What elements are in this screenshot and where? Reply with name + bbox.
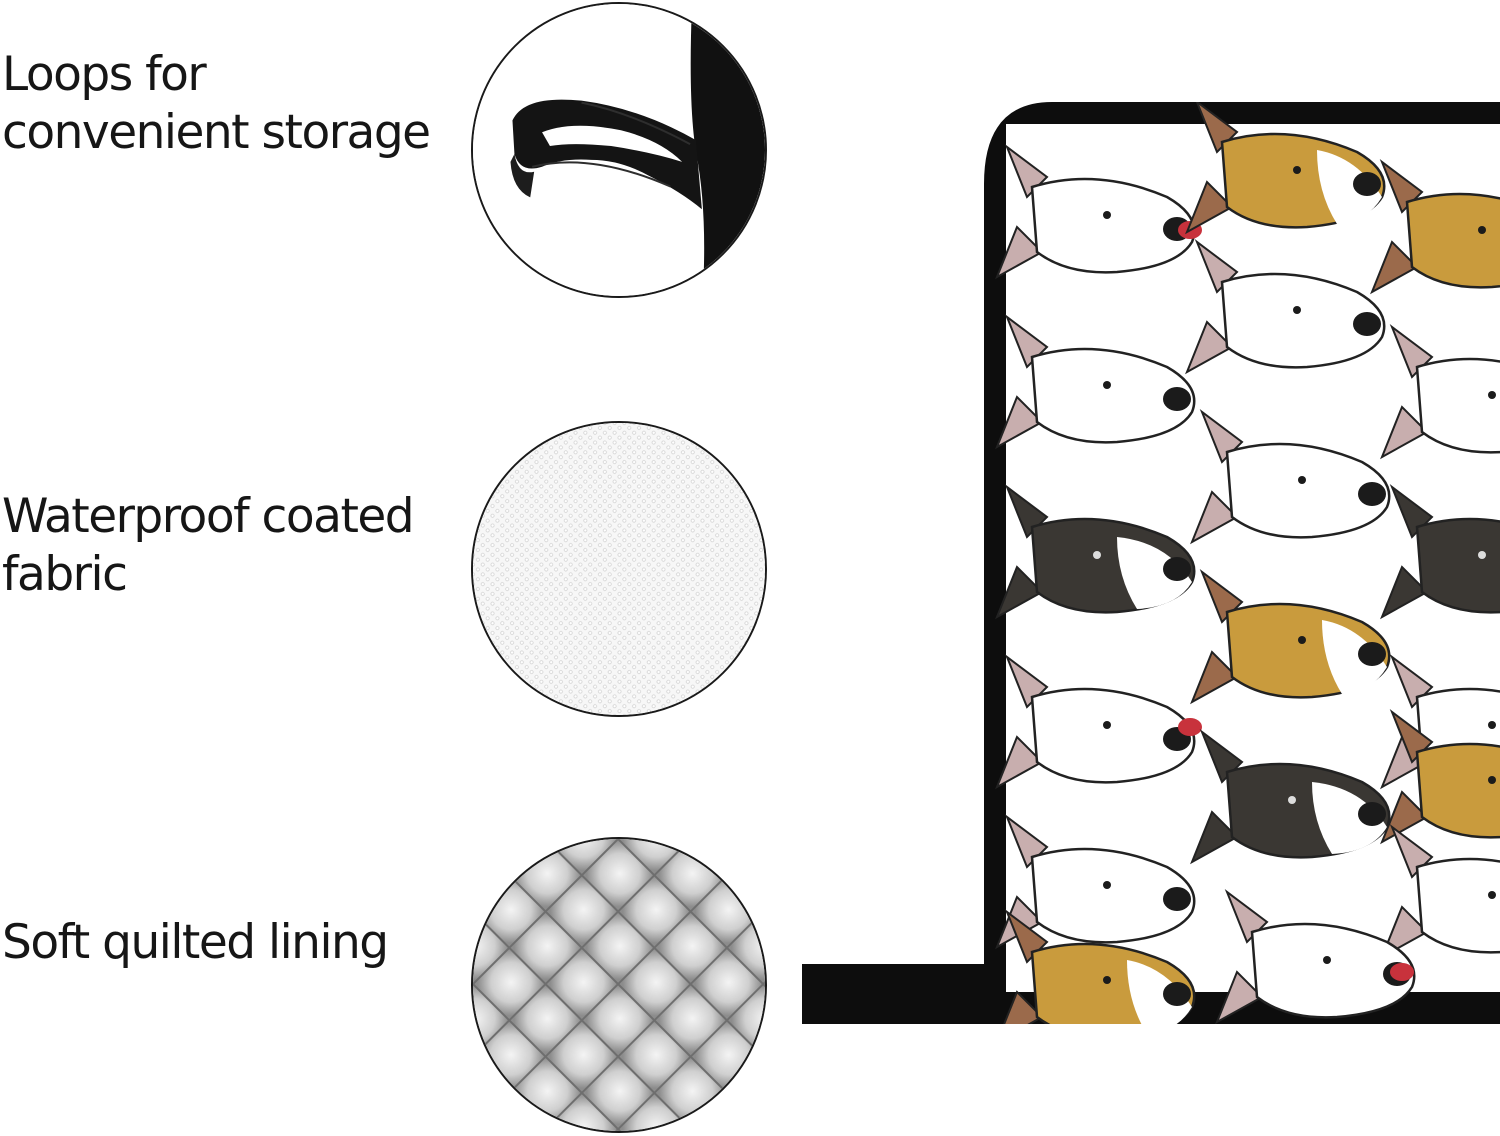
feature-label-lining: Soft quilted lining — [2, 915, 389, 970]
quilted-lining-icon — [473, 839, 765, 1131]
loop-detail-circle — [471, 2, 767, 298]
feature-label-loops: Loops for convenient storage — [2, 47, 431, 160]
lining-detail-circle — [471, 837, 767, 1133]
hanging-loop-icon — [473, 4, 765, 296]
pot-holder-icon — [802, 102, 1500, 1024]
fabric-detail-circle — [471, 421, 767, 717]
mesh-fabric-icon — [473, 423, 765, 715]
feature-label-waterproof: Waterproof coated fabric — [2, 489, 415, 602]
pot-holder-image — [802, 102, 1500, 1024]
